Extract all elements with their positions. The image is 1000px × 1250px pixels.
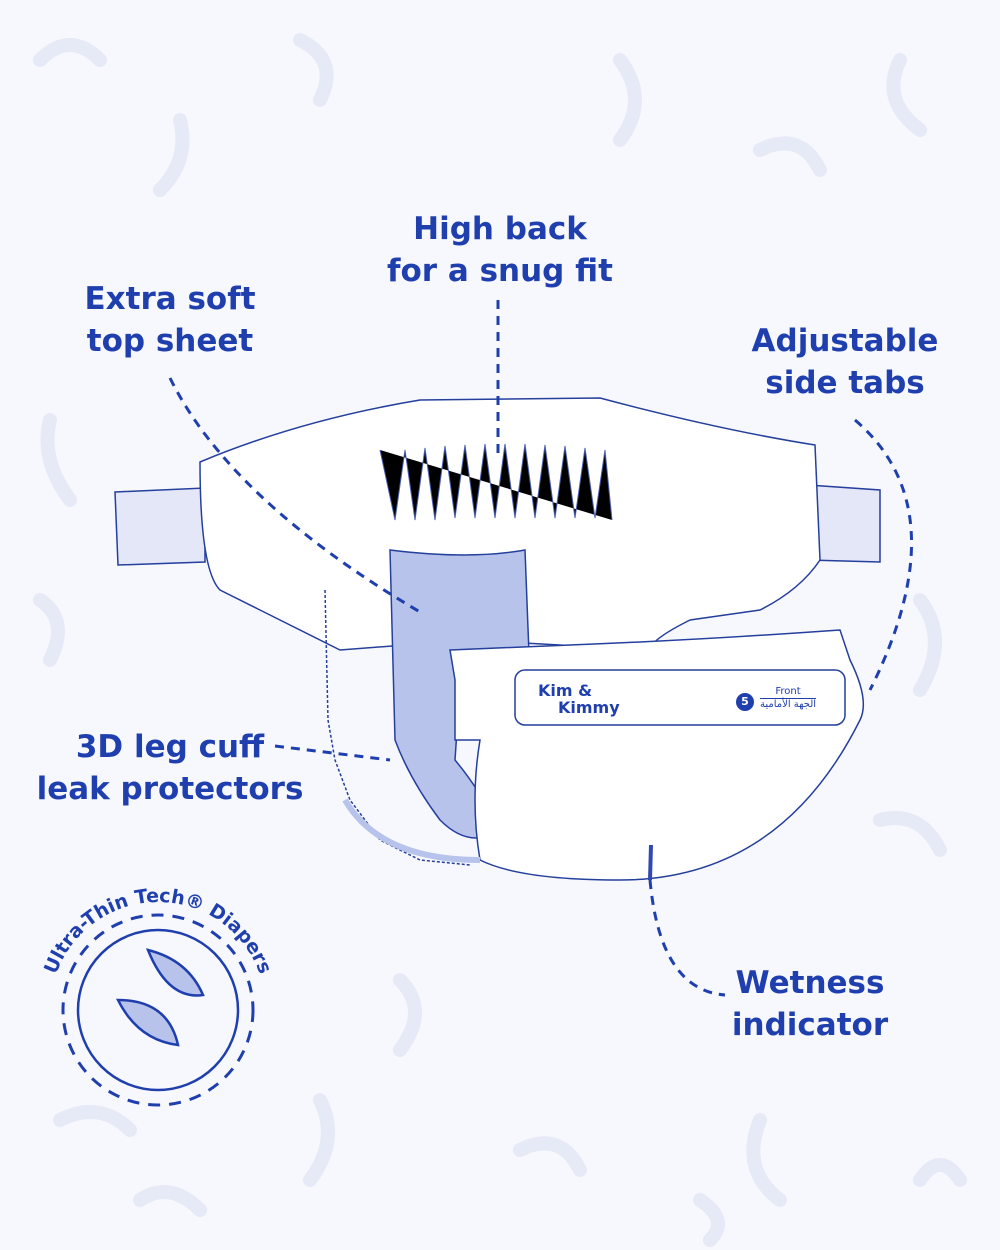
size-badge: 5 bbox=[736, 693, 754, 711]
label-leg-cuff: 3D leg cuff leak protectors bbox=[36, 729, 304, 807]
leaf-icon bbox=[145, 948, 205, 997]
callout-side-tabs bbox=[854, 418, 913, 691]
diaper-front bbox=[449, 629, 865, 881]
front-label-box bbox=[514, 669, 846, 726]
callout-leg-cuff bbox=[274, 744, 391, 762]
diaper-back bbox=[199, 397, 821, 651]
label-high-back: High back for a snug fit bbox=[387, 211, 613, 289]
brand-logo: Kim & Kimmy bbox=[538, 681, 620, 717]
callout-wetness bbox=[648, 879, 726, 997]
ultra-thin-badge: Ultra-Thin Tech® Diapers bbox=[40, 885, 276, 1107]
front-marker: Front الجهة الأمامية bbox=[760, 686, 817, 710]
leg-cuff bbox=[324, 589, 471, 866]
callout-top-sheet bbox=[168, 377, 421, 614]
left-side-tab bbox=[114, 487, 206, 566]
label-wetness: Wetness indicator bbox=[731, 965, 889, 1043]
label-side-tabs: Adjustable side tabs bbox=[751, 323, 939, 401]
wetness-indicator-line bbox=[648, 844, 653, 881]
leaf-icon bbox=[115, 998, 180, 1047]
label-top-sheet: Extra soft top sheet bbox=[84, 281, 256, 359]
